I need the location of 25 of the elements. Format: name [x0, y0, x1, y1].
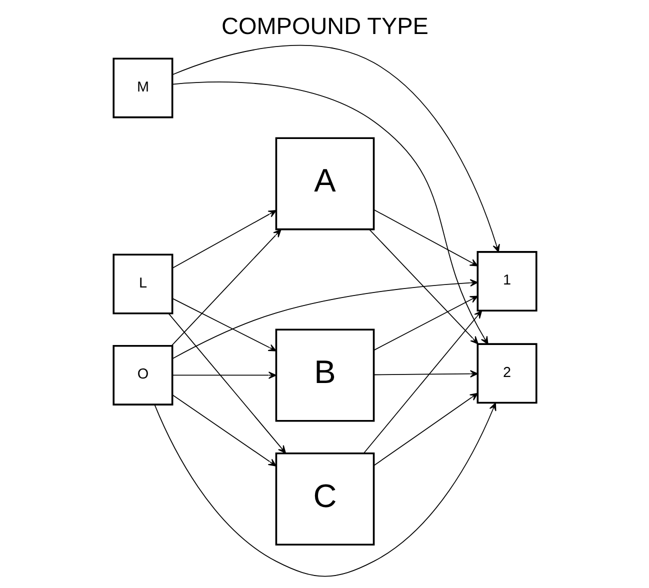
node-box: 1	[476, 251, 537, 312]
arrow	[373, 392, 478, 466]
arrow	[172, 44, 500, 252]
arrow	[171, 394, 276, 466]
arrow	[172, 279, 478, 360]
diagram-title: COMPOUND TYPE	[221, 13, 428, 40]
node-box: M	[112, 58, 173, 118]
node-box: L	[112, 254, 173, 314]
node-box: C	[274, 452, 374, 546]
node-box: O	[112, 344, 173, 406]
arrow	[168, 312, 286, 454]
arrow	[373, 209, 478, 266]
node-box: B	[274, 328, 374, 422]
arrow	[362, 310, 482, 454]
arrow	[373, 296, 478, 351]
arrow	[368, 228, 478, 344]
node-box: 2	[476, 343, 537, 404]
arrow	[171, 210, 276, 269]
arrow	[171, 298, 276, 352]
arrow	[171, 372, 276, 379]
arrow	[170, 229, 281, 346]
arrow	[171, 82, 488, 344]
arrow	[154, 402, 496, 577]
arrow	[373, 370, 478, 378]
node-box: A	[274, 137, 374, 230]
